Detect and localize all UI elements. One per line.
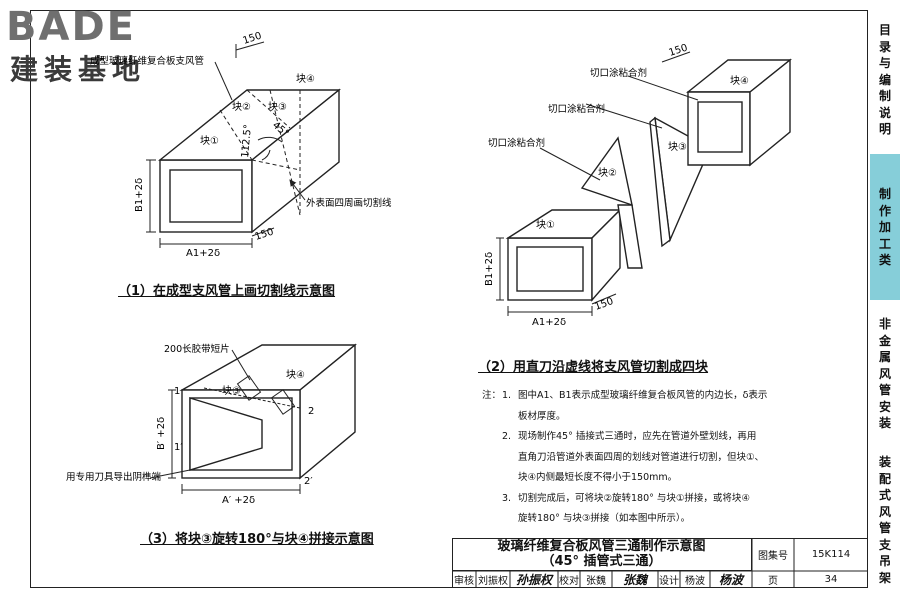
title-block: 玻璃纤维复合板风管三通制作示意图 （45° 插管式三通） 图集号 15K114 … xyxy=(452,538,868,588)
check-label: 校对 xyxy=(559,576,579,587)
page-label: 页 xyxy=(768,576,778,587)
fig3-height-dim: B′ +2δ xyxy=(156,417,167,450)
drawing-frame xyxy=(30,10,868,588)
fig2-glue-1: 切口涂粘合剂 xyxy=(488,137,545,149)
drawing-title: 玻璃纤维复合板风管三通制作示意图 （45° 插管式三通） xyxy=(452,538,752,571)
note-2-line-3: 块④内侧最短长度不得小于150mm。 xyxy=(518,472,678,483)
fig2-block-4: 块④ xyxy=(730,75,749,87)
fig2-height-dim: B1+2δ xyxy=(484,252,495,286)
note-1-num: 1. xyxy=(502,390,512,401)
note-3-line-1: 切割完成后，可将块②旋转180° 与块①拼接，或将块④ xyxy=(518,492,750,504)
fig3-point-1: 1 xyxy=(174,386,180,397)
fig2-block-1: 块① xyxy=(536,219,555,231)
drawing-title-line-1: 玻璃纤维复合板风管三通制作示意图 xyxy=(497,539,706,554)
title-block-grid xyxy=(452,538,868,588)
fig1-label-duct: 成型玻璃纤维复合板支风管 xyxy=(90,55,204,67)
notes-lead: 注： xyxy=(482,390,502,401)
sidebar-tab-catalog[interactable]: 目录与编制说明 xyxy=(878,23,891,136)
fig1-height-dim: B1+2δ xyxy=(134,178,145,212)
notes: 注： 1. 图中A1、B1表示成型玻璃纤维复合板风管的内边长，δ表示 板材厚度。… xyxy=(482,386,812,530)
checker-signature: 张魏 xyxy=(622,573,647,587)
note-3-num: 3. xyxy=(502,492,512,504)
fig2-dim-150-top: 150 xyxy=(668,42,690,58)
fig1-block-3: 块③ xyxy=(268,101,287,113)
fig2-glue-2: 切口涂粘合剂 xyxy=(548,103,605,115)
fig2-dim-150-bottom: 150 xyxy=(593,296,615,313)
checker: 张魏 xyxy=(586,576,606,587)
fig3-caption: （3）将块③旋转180°与块④拼接示意图 xyxy=(140,532,374,547)
fig2-pieces xyxy=(505,58,792,302)
fig3-point-2: 2 xyxy=(308,406,314,417)
section-sidebar: 目录与编制说明 制作加工类 非金属风管安装 装配式风管支吊架 xyxy=(870,0,900,600)
logo: BADE 建装基地 xyxy=(6,4,181,86)
fig3-point-1p: 1′ xyxy=(174,442,183,453)
fig3-point-2p: 2′ xyxy=(304,476,313,487)
fig2-block-2: 块② xyxy=(598,167,617,179)
fig1-duct xyxy=(146,41,341,248)
fig1-block-2: 块② xyxy=(232,101,251,113)
fig1-width-dim: A1+2δ xyxy=(186,248,220,259)
designer-signature: 杨波 xyxy=(718,573,743,587)
fig3-tape-label: 200长胶带短片 xyxy=(164,343,230,355)
logo-cjk: 建装基地 xyxy=(10,53,147,86)
review-label: 审核 xyxy=(454,576,474,587)
fig3-tool-label: 用专用刀具导出阴榫端 xyxy=(66,471,162,483)
designer: 杨波 xyxy=(685,576,705,587)
fig1-block-4: 块④ xyxy=(296,73,315,85)
fig1-angle-1125: 112.5° xyxy=(240,124,254,158)
fig2-glue-3: 切口涂粘合剂 xyxy=(590,67,647,79)
sidebar-tab-fabrication[interactable]: 制作加工类 xyxy=(870,154,900,300)
note-2-line-1: 现场制作45° 插接式三通时，应先在管道外壁划线，再用 xyxy=(518,431,757,442)
reviewer: 刘振权 xyxy=(478,576,508,587)
note-2-num: 2. xyxy=(502,431,512,442)
note-3-line-2: 旋转180° 与块③拼接（如本图中所示）。 xyxy=(518,513,691,524)
fig3-width-dim: A′ +2δ xyxy=(222,495,255,506)
logo-latin: BADE xyxy=(6,4,136,50)
fig1-label-outer: 外表面四周画切割线 xyxy=(306,197,392,209)
note-2-line-2: 直角刀沿管道外表面四周的划线对管道进行切割，但块①、 xyxy=(518,451,765,463)
fig2-width-dim: A1+2δ xyxy=(532,317,566,328)
design-label: 设计 xyxy=(659,576,679,587)
fig2-caption: （2）用直刀沿虚线将支风管切割成四块 xyxy=(478,360,709,375)
reviewer-signature: 孙振权 xyxy=(515,573,552,587)
page-value: 34 xyxy=(824,574,838,585)
fig1-block-1: 块① xyxy=(200,135,219,147)
fig3-duct xyxy=(179,343,357,480)
note-1-line-1: 图中A1、B1表示成型玻璃纤维复合板风管的内边长，δ表示 xyxy=(518,390,768,401)
diagram-canvas: 成型玻璃纤维复合板支风管 外表面四周画切割线 150 150 112.5° 45… xyxy=(66,30,792,506)
sidebar-tab-nonmetal-duct[interactable]: 非金属风管安装 xyxy=(878,317,891,430)
fig3-block-4: 块④ xyxy=(286,369,305,381)
sidebar-tab-hanger[interactable]: 装配式风管支吊架 xyxy=(878,455,891,585)
atlas-value: 15K114 xyxy=(811,549,851,560)
note-1-line-2: 板材厚度。 xyxy=(518,410,566,422)
fig3-block-3: 块③ xyxy=(222,385,241,397)
fig1-dim-150-top: 150 xyxy=(242,30,264,46)
drawing-title-line-2: （45° 插管式三通） xyxy=(541,554,662,569)
fig2-block-3: 块③ xyxy=(668,141,687,153)
atlas-label: 图集号 xyxy=(758,551,788,562)
fig1-caption: （1）在成型支风管上画切割线示意图 xyxy=(118,284,336,299)
